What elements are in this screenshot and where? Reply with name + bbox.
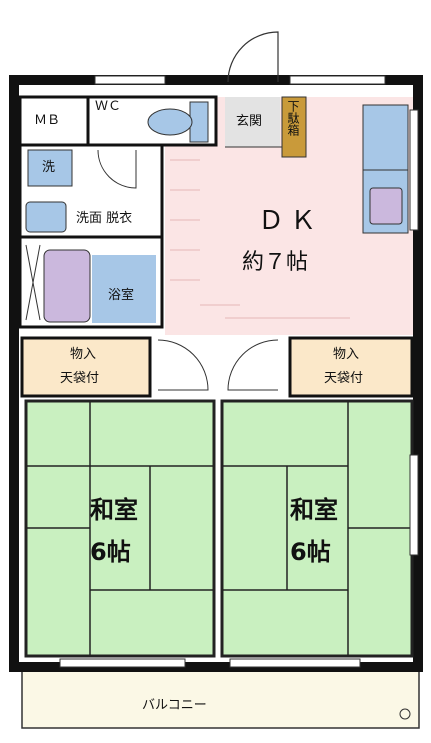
windows	[59, 75, 419, 668]
label-washroom: 洗面 脱衣	[76, 211, 133, 226]
label-balcony: バルコニー	[142, 698, 207, 713]
label-washer: 洗	[42, 160, 56, 175]
label-washitsu-right-2: 6帖	[290, 538, 331, 566]
storage-right	[288, 336, 414, 398]
washitsu-right	[220, 399, 414, 658]
label-storage-left-1: 物入	[70, 347, 97, 362]
dk-floor-lines	[170, 159, 350, 319]
toilet-tank	[189, 101, 209, 143]
label-washitsu-right-1: 和室	[290, 496, 338, 524]
label-mb: ＭＢ	[34, 113, 61, 128]
label-wc: ＷＣ	[95, 99, 122, 114]
wash-basin	[25, 201, 67, 233]
entry-door-swing	[227, 31, 279, 83]
toilet-bowl	[147, 108, 193, 136]
sink	[369, 187, 403, 225]
label-bath: 浴室	[108, 288, 135, 303]
door-swing-right	[227, 339, 279, 391]
door-swing-left	[157, 339, 209, 391]
shoe-box	[281, 96, 307, 158]
entrance-floor	[225, 97, 280, 147]
label-shoe-box: 下駄箱	[286, 100, 300, 136]
balcony-area	[21, 667, 420, 729]
washer-pan	[27, 149, 73, 187]
label-washitsu-left-1: 和室	[90, 496, 138, 524]
label-dk-name: ＤＫ	[258, 206, 323, 236]
bath-floor	[92, 255, 156, 323]
drain-symbol	[399, 708, 411, 720]
storage-left	[20, 336, 152, 398]
label-washitsu-left-2: 6帖	[90, 538, 131, 566]
label-storage-right-2: 天袋付	[324, 371, 364, 386]
label-storage-right-1: 物入	[333, 347, 360, 362]
label-dk-size: 約７帖	[242, 250, 309, 275]
washitsu-left	[24, 399, 216, 658]
bathtub	[43, 249, 91, 323]
label-entrance: 玄関	[236, 114, 263, 129]
label-storage-left-2: 天袋付	[60, 371, 100, 386]
washroom-door-swing	[97, 149, 137, 189]
